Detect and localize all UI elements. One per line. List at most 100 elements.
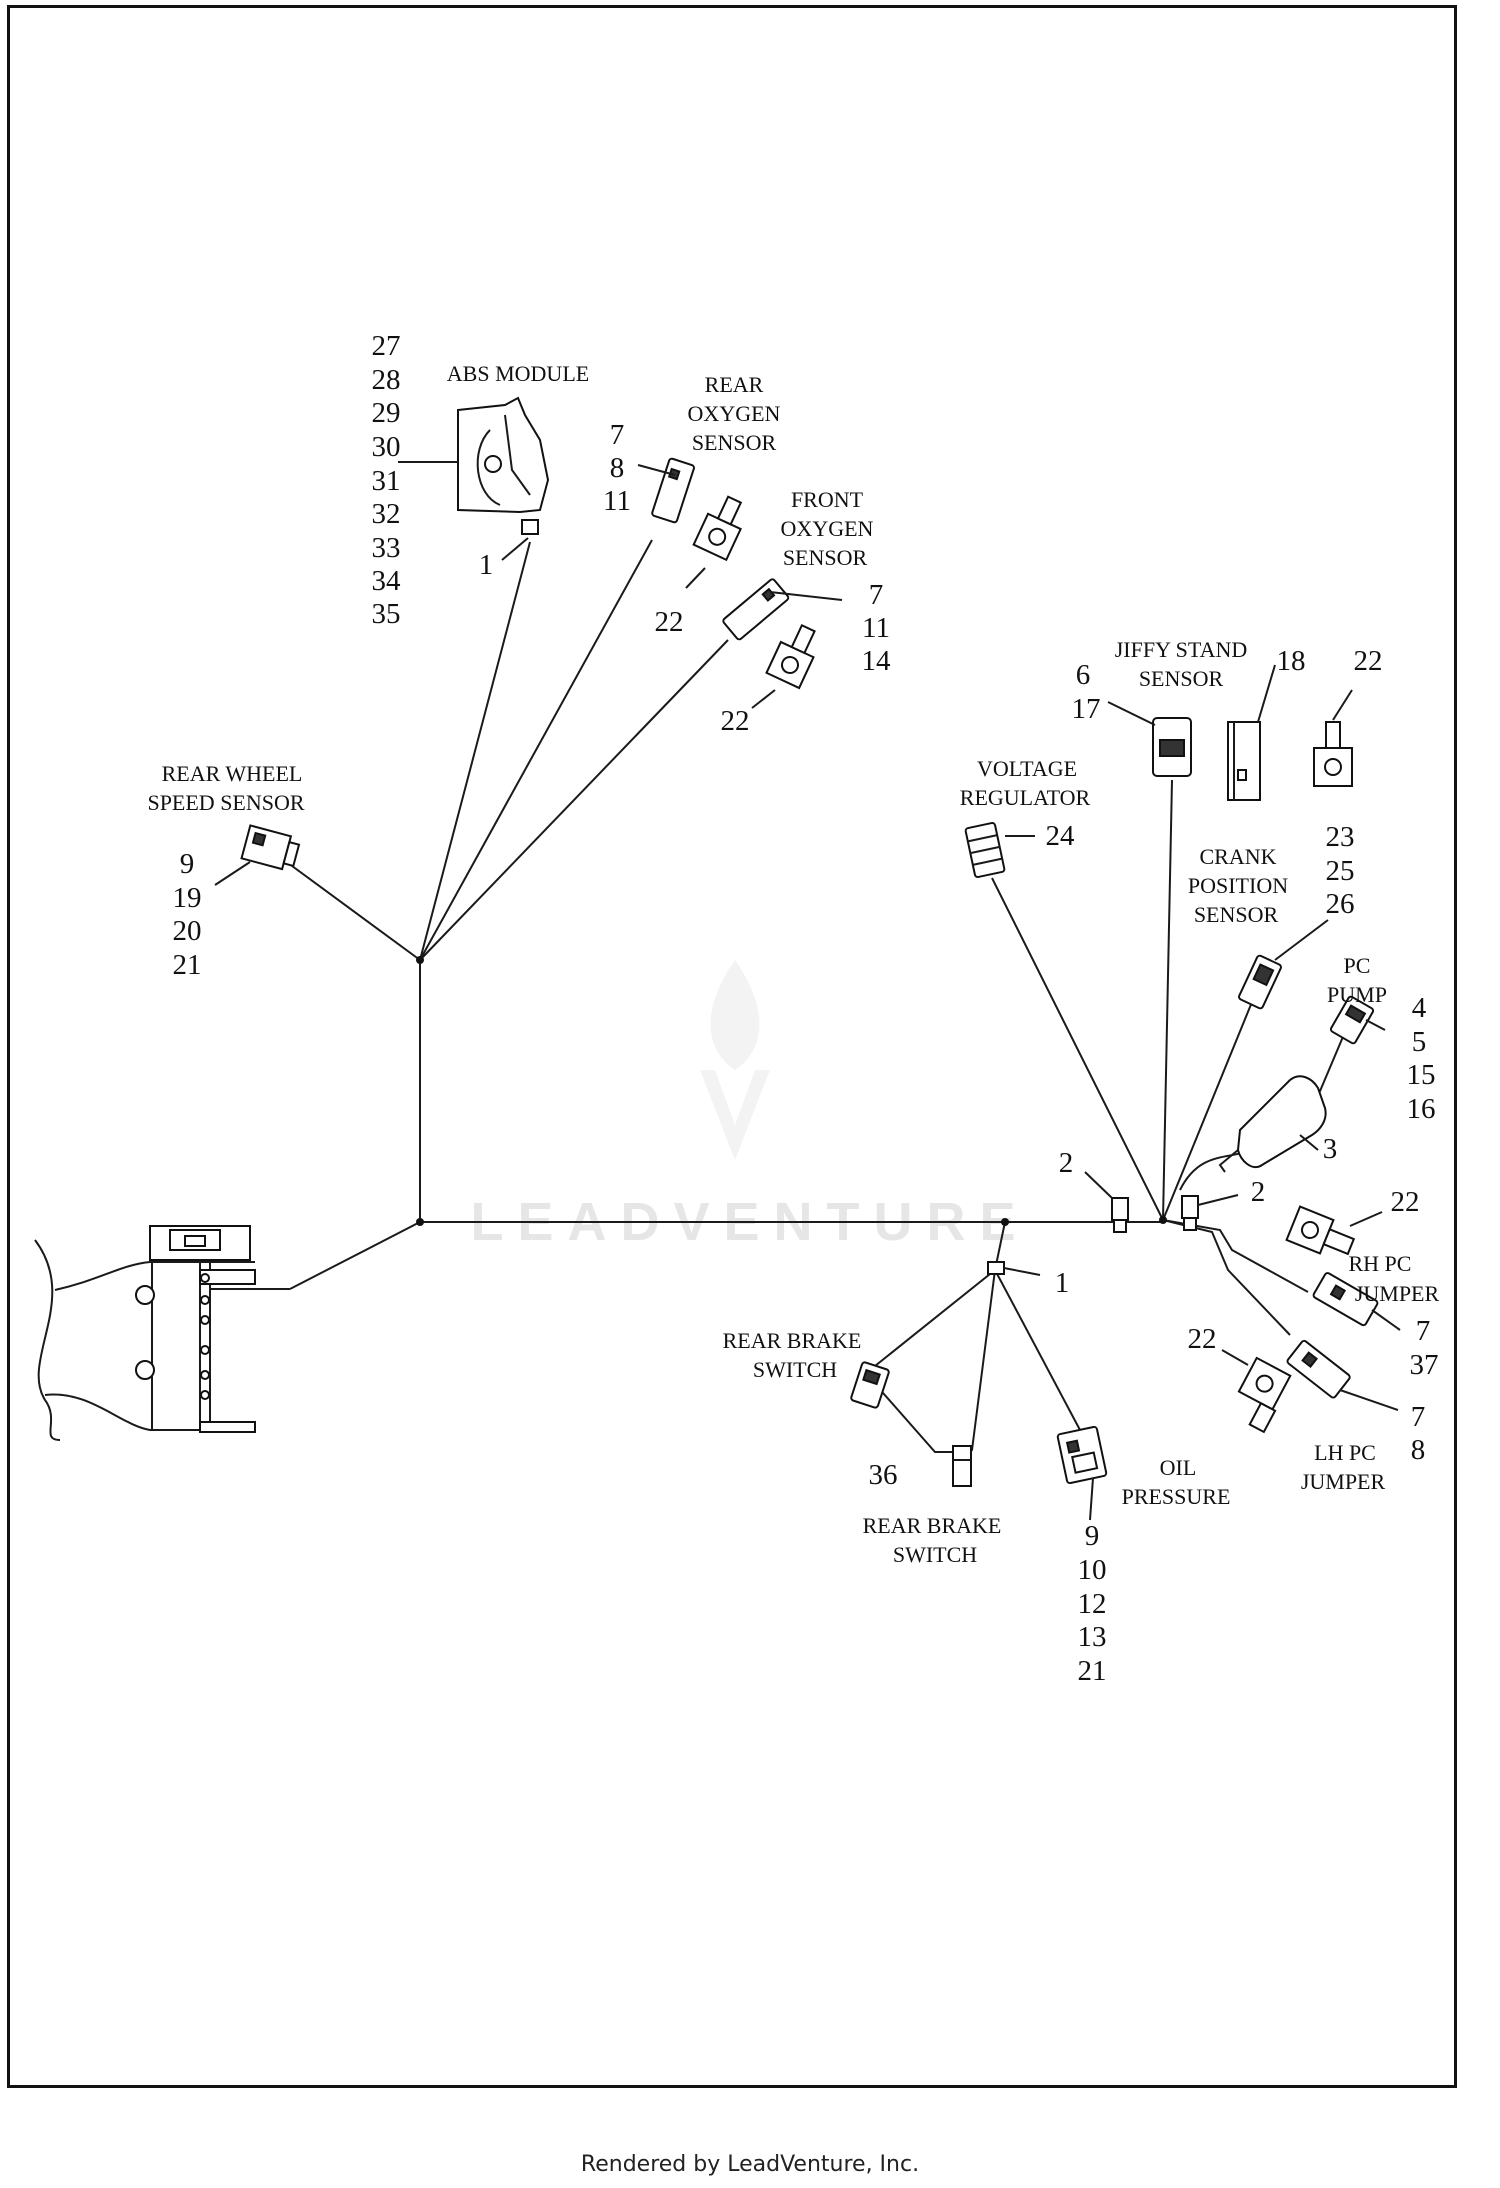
rear-wheel-speed-sensor-icon <box>240 824 301 871</box>
frame-bracket-icon <box>34 1225 290 1441</box>
label-brake-b-2: SWITCH <box>893 1542 977 1567</box>
jiffy-clip-icon <box>1313 721 1353 787</box>
diagram-frame <box>7 5 1457 2088</box>
leader-line <box>1089 1477 1094 1521</box>
leader-line <box>1371 1309 1401 1331</box>
callout-oil-3: 12 <box>1078 1588 1107 1620</box>
callout-pump-4: 16 <box>1407 1093 1436 1125</box>
label-crank-1: CRANK <box>1199 844 1276 869</box>
leader-line <box>501 537 529 561</box>
label-pump-1: PC <box>1344 953 1371 978</box>
label-rear-oxygen-3: SENSOR <box>692 430 777 455</box>
leader-line <box>769 591 843 601</box>
callout-pump-3: 15 <box>1407 1059 1436 1091</box>
leader-line <box>1107 701 1156 726</box>
crank-position-sensor-icon <box>1238 954 1282 1010</box>
callout-abs-4: 30 <box>372 431 401 463</box>
watermark-logo-icon <box>700 960 770 1160</box>
callout-rh-jumper-1: 7 <box>1416 1315 1431 1347</box>
label-crank-2: POSITION <box>1188 873 1288 898</box>
callout-front-o2-3: 14 <box>862 645 892 677</box>
label-oil-1: OIL <box>1160 1455 1197 1480</box>
label-front-oxygen-2: OXYGEN <box>781 516 874 541</box>
callout-jiffy-1: 6 <box>1076 659 1091 691</box>
mount-clip-left-icon <box>1111 1197 1129 1233</box>
callout-jiffy-2: 17 <box>1072 693 1101 725</box>
callout-crank-1: 23 <box>1326 821 1355 853</box>
label-voltage-1: VOLTAGE <box>977 756 1077 781</box>
label-crank-3: SENSOR <box>1194 902 1279 927</box>
leader-line <box>1197 1194 1239 1206</box>
label-brake-b-1: REAR BRAKE <box>863 1513 1002 1538</box>
label-rh-jumper-2: JUMPER <box>1355 1281 1440 1306</box>
callout-rear-o2-3: 11 <box>603 485 631 517</box>
leader-line <box>1257 664 1276 723</box>
label-rh-jumper-1: RH PC <box>1349 1251 1412 1276</box>
label-oil-2: PRESSURE <box>1122 1484 1231 1509</box>
leader-line <box>1221 1349 1249 1366</box>
lh-pc-jumper-connector-icon <box>1286 1339 1351 1399</box>
label-voltage-2: REGULATOR <box>960 785 1091 810</box>
callout-crank-3: 26 <box>1326 888 1355 920</box>
callout-crank-2: 25 <box>1326 855 1355 887</box>
lh-jumper-wire <box>1162 1219 1291 1336</box>
abs-module-icon <box>457 396 550 535</box>
callout-abs-7: 33 <box>372 532 401 564</box>
pc-pump-connector-icon <box>1329 995 1375 1045</box>
label-lh-jumper-1: LH PC <box>1314 1440 1376 1465</box>
callout-abs-6: 32 <box>372 498 401 530</box>
callout-oil-2: 10 <box>1078 1554 1107 1586</box>
leader-line <box>1349 1211 1383 1227</box>
callout-rear-o2-1: 7 <box>610 419 625 451</box>
callout-numbers: 27 28 29 30 31 32 33 34 35 1 7 8 11 22 7… <box>173 330 1439 1687</box>
callout-abs-1: 27 <box>372 330 401 362</box>
label-rear-oxygen-1: REAR <box>705 372 764 397</box>
callout-brake-clip: 1 <box>1055 1267 1070 1299</box>
label-abs-module: ABS MODULE <box>447 361 589 386</box>
rear-brake-switch-connector-b-icon <box>952 1445 972 1487</box>
callout-rh-jumper-2: 37 <box>1410 1349 1439 1381</box>
callout-abs-clip: 1 <box>479 549 494 581</box>
leader-line <box>1299 1134 1319 1151</box>
callout-oil-5: 21 <box>1078 1655 1107 1687</box>
footer-credit: Rendered by LeadVenture, Inc. <box>580 2152 920 2177</box>
callout-mount-right: 2 <box>1251 1176 1266 1208</box>
callout-brake-b: 36 <box>869 1459 898 1491</box>
leader-line <box>1274 919 1329 961</box>
leader-line <box>1084 1171 1113 1199</box>
oil-pressure-sensor-icon <box>1056 1425 1108 1485</box>
callout-oil-4: 13 <box>1078 1621 1107 1653</box>
label-brake-a-2: SWITCH <box>753 1357 837 1382</box>
leader-line <box>214 861 251 886</box>
leader-line <box>685 567 706 589</box>
label-rear-wheel-2: SPEED SENSOR <box>147 790 304 815</box>
voltage-reg-branch-wire <box>991 877 1164 1221</box>
leader-line <box>1365 1019 1386 1031</box>
callout-abs-9: 35 <box>372 598 401 630</box>
label-jiffy-1: JIFFY STAND <box>1115 637 1248 662</box>
label-front-oxygen-1: FRONT <box>791 487 864 512</box>
abs-branch-wire <box>419 541 531 961</box>
leader-line <box>751 689 776 709</box>
oil-pressure-wire <box>994 1269 1081 1431</box>
rear-oxygen-clip-icon <box>692 495 743 562</box>
callout-jiffy-plug: 18 <box>1277 645 1306 677</box>
junction-dot <box>416 956 424 964</box>
label-pump-2: PUMP <box>1327 982 1387 1007</box>
rear-brake-switch-connector-a-icon <box>850 1361 890 1409</box>
junction-dot <box>1001 1218 1009 1226</box>
jiffy-plug-icon <box>1227 721 1261 801</box>
callout-rear-wheel-2: 19 <box>173 882 202 914</box>
label-lh-jumper-2: JUMPER <box>1301 1469 1386 1494</box>
callout-front-o2-clip: 22 <box>721 705 750 737</box>
callout-rear-wheel-3: 20 <box>173 915 202 947</box>
callout-lh-clip: 22 <box>1188 1323 1217 1355</box>
callout-front-o2-1: 7 <box>869 579 884 611</box>
callout-abs-5: 31 <box>372 465 401 497</box>
callout-abs-3: 29 <box>372 397 401 429</box>
leader-line <box>1332 689 1353 721</box>
jiffy-branch-wire <box>1162 779 1173 1221</box>
brake-b-wire <box>959 1269 996 1461</box>
rh-pc-jumper-connector-icon <box>1312 1272 1379 1327</box>
